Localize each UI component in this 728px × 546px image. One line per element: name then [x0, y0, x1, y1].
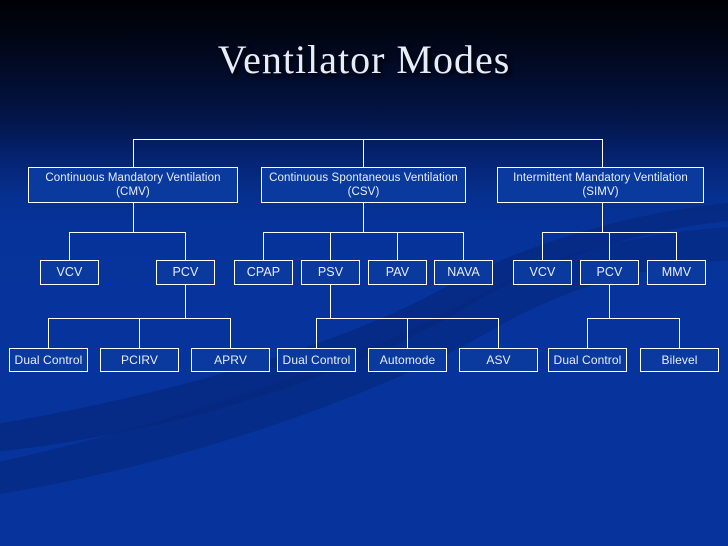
- page-title: Ventilator Modes: [217, 37, 511, 82]
- node-pav[interactable]: PAV: [368, 260, 427, 285]
- connector-cmv-stem: [133, 203, 134, 232]
- connector-root-drop-csv: [363, 139, 364, 167]
- node-simv-line1: Intermittent Mandatory Ventilation: [513, 171, 688, 184]
- node-dual-control-cmv-label: Dual Control: [14, 352, 83, 367]
- node-pcv-cmv-label: PCV: [172, 264, 199, 279]
- node-pav-label: PAV: [385, 264, 410, 279]
- node-mmv[interactable]: MMV: [647, 260, 706, 285]
- node-dual-control-cmv[interactable]: Dual Control: [9, 348, 88, 372]
- node-dual-control-csv-label: Dual Control: [282, 352, 351, 367]
- node-nava-label: NAVA: [447, 264, 480, 279]
- node-bilevel[interactable]: Bilevel: [640, 348, 719, 372]
- connector-simv-to-pcv: [609, 232, 610, 260]
- connector-cmv-to-vcv: [69, 232, 70, 260]
- node-csv-line2: (CSV): [347, 186, 380, 198]
- node-cmv-line1: Continuous Mandatory Ventilation: [45, 171, 221, 184]
- node-dual-control-csv[interactable]: Dual Control: [277, 348, 356, 372]
- node-nava[interactable]: NAVA: [434, 260, 493, 285]
- connector-pcvsimv-to-bilevel: [679, 318, 680, 348]
- node-vcv-simv[interactable]: VCV: [513, 260, 572, 285]
- connector-pcvsimv-bus: [587, 318, 679, 319]
- node-asv[interactable]: ASV: [459, 348, 538, 372]
- node-bilevel-label: Bilevel: [661, 352, 698, 367]
- connector-psv-to-dualcontrol: [316, 318, 317, 348]
- connector-root-drop-simv: [602, 139, 603, 167]
- node-csv[interactable]: Continuous Spontaneous Ventilation (CSV): [261, 167, 466, 203]
- node-pcv-simv[interactable]: PCV: [580, 260, 639, 285]
- connector-cmv-bus: [69, 232, 186, 233]
- node-asv-label: ASV: [486, 352, 511, 367]
- node-pcirv-label: PCIRV: [121, 352, 158, 367]
- connector-csv-stem: [363, 203, 364, 232]
- node-simv-line2: (SIMV): [582, 186, 619, 198]
- connector-pcvsimv-stem: [609, 285, 610, 318]
- node-psv-label: PSV: [317, 264, 344, 279]
- node-pcv-cmv[interactable]: PCV: [156, 260, 215, 285]
- connector-pcvcmv-to-dualcontrol: [48, 318, 49, 348]
- connector-pcvcmv-to-aprv: [230, 318, 231, 348]
- node-simv[interactable]: Intermittent Mandatory Ventilation (SIMV…: [497, 167, 704, 203]
- node-csv-line1: Continuous Spontaneous Ventilation: [269, 171, 458, 184]
- node-cpap-label: CPAP: [246, 264, 281, 279]
- connector-root-horizontal: [133, 139, 603, 140]
- connector-psv-stem: [330, 285, 331, 318]
- node-vcv-cmv-label: VCV: [56, 264, 83, 279]
- connector-csv-to-nava: [463, 232, 464, 260]
- node-aprv-label: APRV: [214, 352, 247, 367]
- node-cpap[interactable]: CPAP: [234, 260, 293, 285]
- node-dual-control-simv[interactable]: Dual Control: [548, 348, 627, 372]
- node-cmv[interactable]: Continuous Mandatory Ventilation (CMV): [28, 167, 238, 203]
- connector-psv-to-automode: [407, 318, 408, 348]
- node-mmv-label: MMV: [661, 264, 692, 279]
- node-dual-control-simv-label: Dual Control: [553, 352, 622, 367]
- connector-pcvsimv-to-dualcontrol: [587, 318, 588, 348]
- node-pcv-simv-label: PCV: [596, 264, 623, 279]
- connector-simv-stem: [602, 203, 603, 232]
- connector-csv-to-psv: [330, 232, 331, 260]
- connector-pcvcmv-to-pcirv: [139, 318, 140, 348]
- node-pcirv[interactable]: PCIRV: [100, 348, 179, 372]
- connector-simv-to-vcv: [542, 232, 543, 260]
- connector-csv-bus: [263, 232, 463, 233]
- node-cmv-line2: (CMV): [116, 186, 150, 198]
- node-aprv[interactable]: APRV: [191, 348, 270, 372]
- node-vcv-simv-label: VCV: [529, 264, 556, 279]
- connector-root-drop-cmv: [133, 139, 134, 167]
- node-automode-label: Automode: [379, 352, 436, 367]
- connector-cmv-to-pcv: [185, 232, 186, 260]
- connector-psv-to-asv: [498, 318, 499, 348]
- connector-simv-to-mmv: [676, 232, 677, 260]
- connector-pcvcmv-stem: [185, 285, 186, 318]
- node-vcv-cmv[interactable]: VCV: [40, 260, 99, 285]
- connector-csv-to-cpap: [263, 232, 264, 260]
- connector-csv-to-pav: [397, 232, 398, 260]
- node-automode[interactable]: Automode: [368, 348, 447, 372]
- node-psv[interactable]: PSV: [301, 260, 360, 285]
